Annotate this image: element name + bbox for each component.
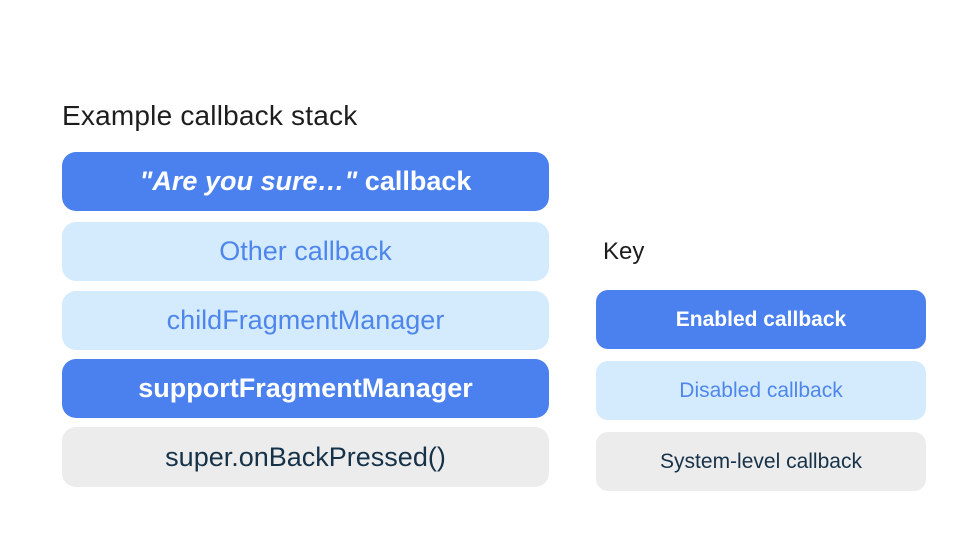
stack-item-are-you-sure-callback: "Are you sure…" callback	[62, 152, 549, 211]
stack-item-child-fragment-manager: childFragmentManager	[62, 291, 549, 350]
stack-item-label: Other callback	[219, 236, 392, 266]
diagram-title: Example callback stack	[62, 100, 358, 131]
stack-item-other-callback: Other callback	[62, 222, 549, 281]
stack-item-super-on-back-pressed: super.onBackPressed()	[62, 427, 549, 487]
key-title: Key	[603, 238, 645, 265]
stack-item-label-quoted: "Are you sure…"	[139, 166, 358, 196]
stack-item-label: super.onBackPressed()	[165, 441, 446, 472]
key-item-system-level-callback: System-level callback	[596, 432, 926, 491]
stack-item-support-fragment-manager: supportFragmentManager	[62, 359, 549, 418]
key-item-disabled-callback: Disabled callback	[596, 361, 926, 420]
key-item-enabled-callback: Enabled callback	[596, 290, 926, 349]
stack-item-label-rest: callback	[357, 166, 472, 196]
key-item-label: Enabled callback	[675, 307, 847, 331]
key-item-label: System-level callback	[660, 449, 862, 473]
stack-item-label: childFragmentManager	[166, 305, 445, 335]
stack-item-label: supportFragmentManager	[138, 373, 473, 403]
key-item-label: Disabled callback	[679, 378, 843, 402]
